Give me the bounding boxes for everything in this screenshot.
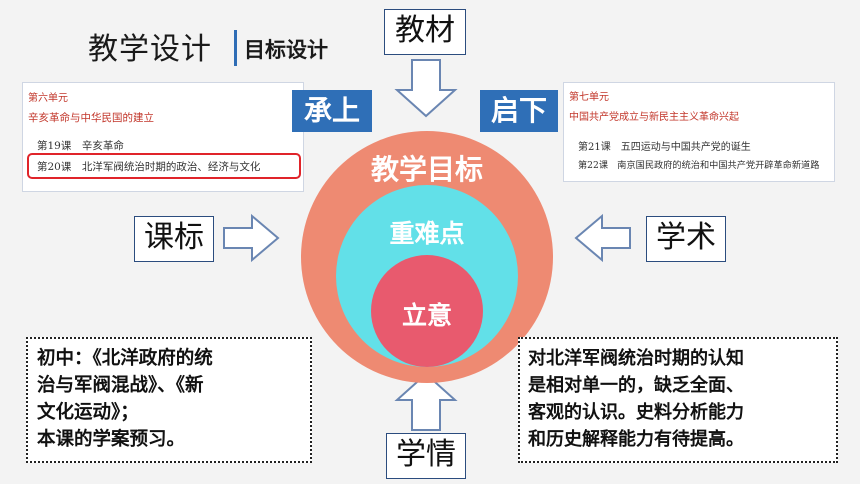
note-line: 治与军阀混战》、《新 xyxy=(37,375,204,396)
label-textbook: 教材 xyxy=(384,9,466,55)
lesson-item: 第19课 辛亥革命 xyxy=(37,140,124,152)
inner-circle xyxy=(371,255,483,367)
note-line: 本课的学案预习。 xyxy=(37,429,186,450)
page-subtitle: 目标设计 xyxy=(244,38,328,62)
page-title: 教学设计 xyxy=(88,32,212,67)
label-curriculum-standard: 课标 xyxy=(134,216,214,262)
textbook-excerpt-right: 第七单元 中国共产党成立与新民主主义革命兴起 第21课 五四运动与中国共产党的诞… xyxy=(563,82,835,182)
arrow-down-icon xyxy=(394,59,458,118)
note-line: 初中：《北洋政府的统 xyxy=(37,348,213,369)
unit-title: 中国共产党成立与新民主主义革命兴起 xyxy=(569,112,739,123)
lesson-item: 第22课 南京国民政府的统治和中国共产党开辟革命新道路 xyxy=(578,160,820,171)
highlight-box xyxy=(27,153,301,179)
note-line: 和历史解释能力有待提高。 xyxy=(528,429,744,450)
intent-label: 立意 xyxy=(401,301,452,330)
note-line: 文化运动》； xyxy=(37,402,139,423)
lesson-item: 第21课 五四运动与中国共产党的诞生 xyxy=(578,142,751,153)
note-line: 客观的认识。史料分析能力 xyxy=(528,402,744,423)
lesson-item: 第20课 北洋军阀统治时期的政治、经济与文化 xyxy=(37,161,261,173)
key-points-label: 重难点 xyxy=(389,219,465,248)
arrow-left-icon xyxy=(574,213,631,263)
label-academic: 学术 xyxy=(646,216,726,262)
goal-label: 教学目标 xyxy=(370,153,483,186)
title-divider xyxy=(234,30,237,66)
note-student-cognition: 对北洋军阀统治时期的认知 是相对单一的，缺乏全面、 客观的认识。史料分析能力 和… xyxy=(518,337,838,463)
label-connect-previous: 承上 xyxy=(292,90,372,132)
unit-title: 辛亥革命与中华民国的建立 xyxy=(28,112,154,124)
unit-label: 第七单元 xyxy=(569,92,609,103)
label-student-situation: 学情 xyxy=(386,433,466,479)
textbook-excerpt-left: 第六单元 辛亥革命与中华民国的建立 第19课 辛亥革命 第20课 北洋军阀统治时… xyxy=(22,82,304,192)
label-lead-next: 启下 xyxy=(480,90,558,132)
arrow-up-icon xyxy=(394,372,458,431)
unit-label: 第六单元 xyxy=(28,93,68,104)
arrow-right-icon xyxy=(223,213,280,263)
note-line: 是相对单一的，缺乏全面、 xyxy=(528,375,744,396)
note-junior-high: 初中：《北洋政府的统 治与军阀混战》、《新 文化运动》； 本课的学案预习。 xyxy=(26,337,312,463)
note-line: 对北洋军阀统治时期的认知 xyxy=(528,348,744,369)
